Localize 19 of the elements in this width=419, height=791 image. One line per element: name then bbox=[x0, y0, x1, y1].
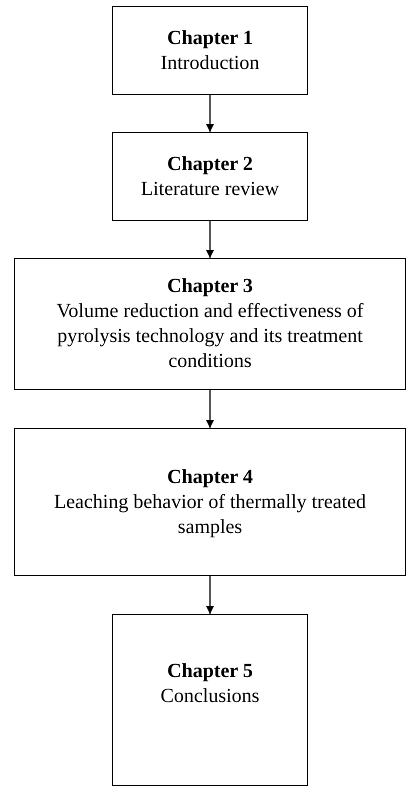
arrow bbox=[206, 390, 214, 428]
chapter-description: Volume reduction and effectiveness of pyrolysis technology and its treatment conditions bbox=[56, 299, 364, 374]
arrow bbox=[206, 95, 214, 132]
arrow bbox=[206, 221, 214, 258]
chapter-box bbox=[112, 614, 308, 786]
chapter-description: Leaching behavior of thermally treated samples bbox=[52, 490, 368, 540]
chapter-title: Chapter 2 bbox=[167, 152, 253, 176]
chapter-description: Conclusions bbox=[160, 684, 260, 709]
chapter-box bbox=[112, 132, 308, 221]
chapter-description: Literature review bbox=[140, 176, 280, 202]
arrow bbox=[206, 576, 214, 614]
chapter-title: Chapter 4 bbox=[167, 464, 253, 490]
chapter-title: Chapter 3 bbox=[167, 274, 253, 299]
chapter-title: Chapter 5 bbox=[167, 659, 253, 684]
chapter-box bbox=[112, 6, 308, 95]
chapter-box bbox=[14, 428, 406, 576]
chapter-description: Introduction bbox=[160, 50, 260, 76]
chapter-title: Chapter 1 bbox=[167, 26, 253, 50]
chapter-box bbox=[14, 258, 406, 390]
